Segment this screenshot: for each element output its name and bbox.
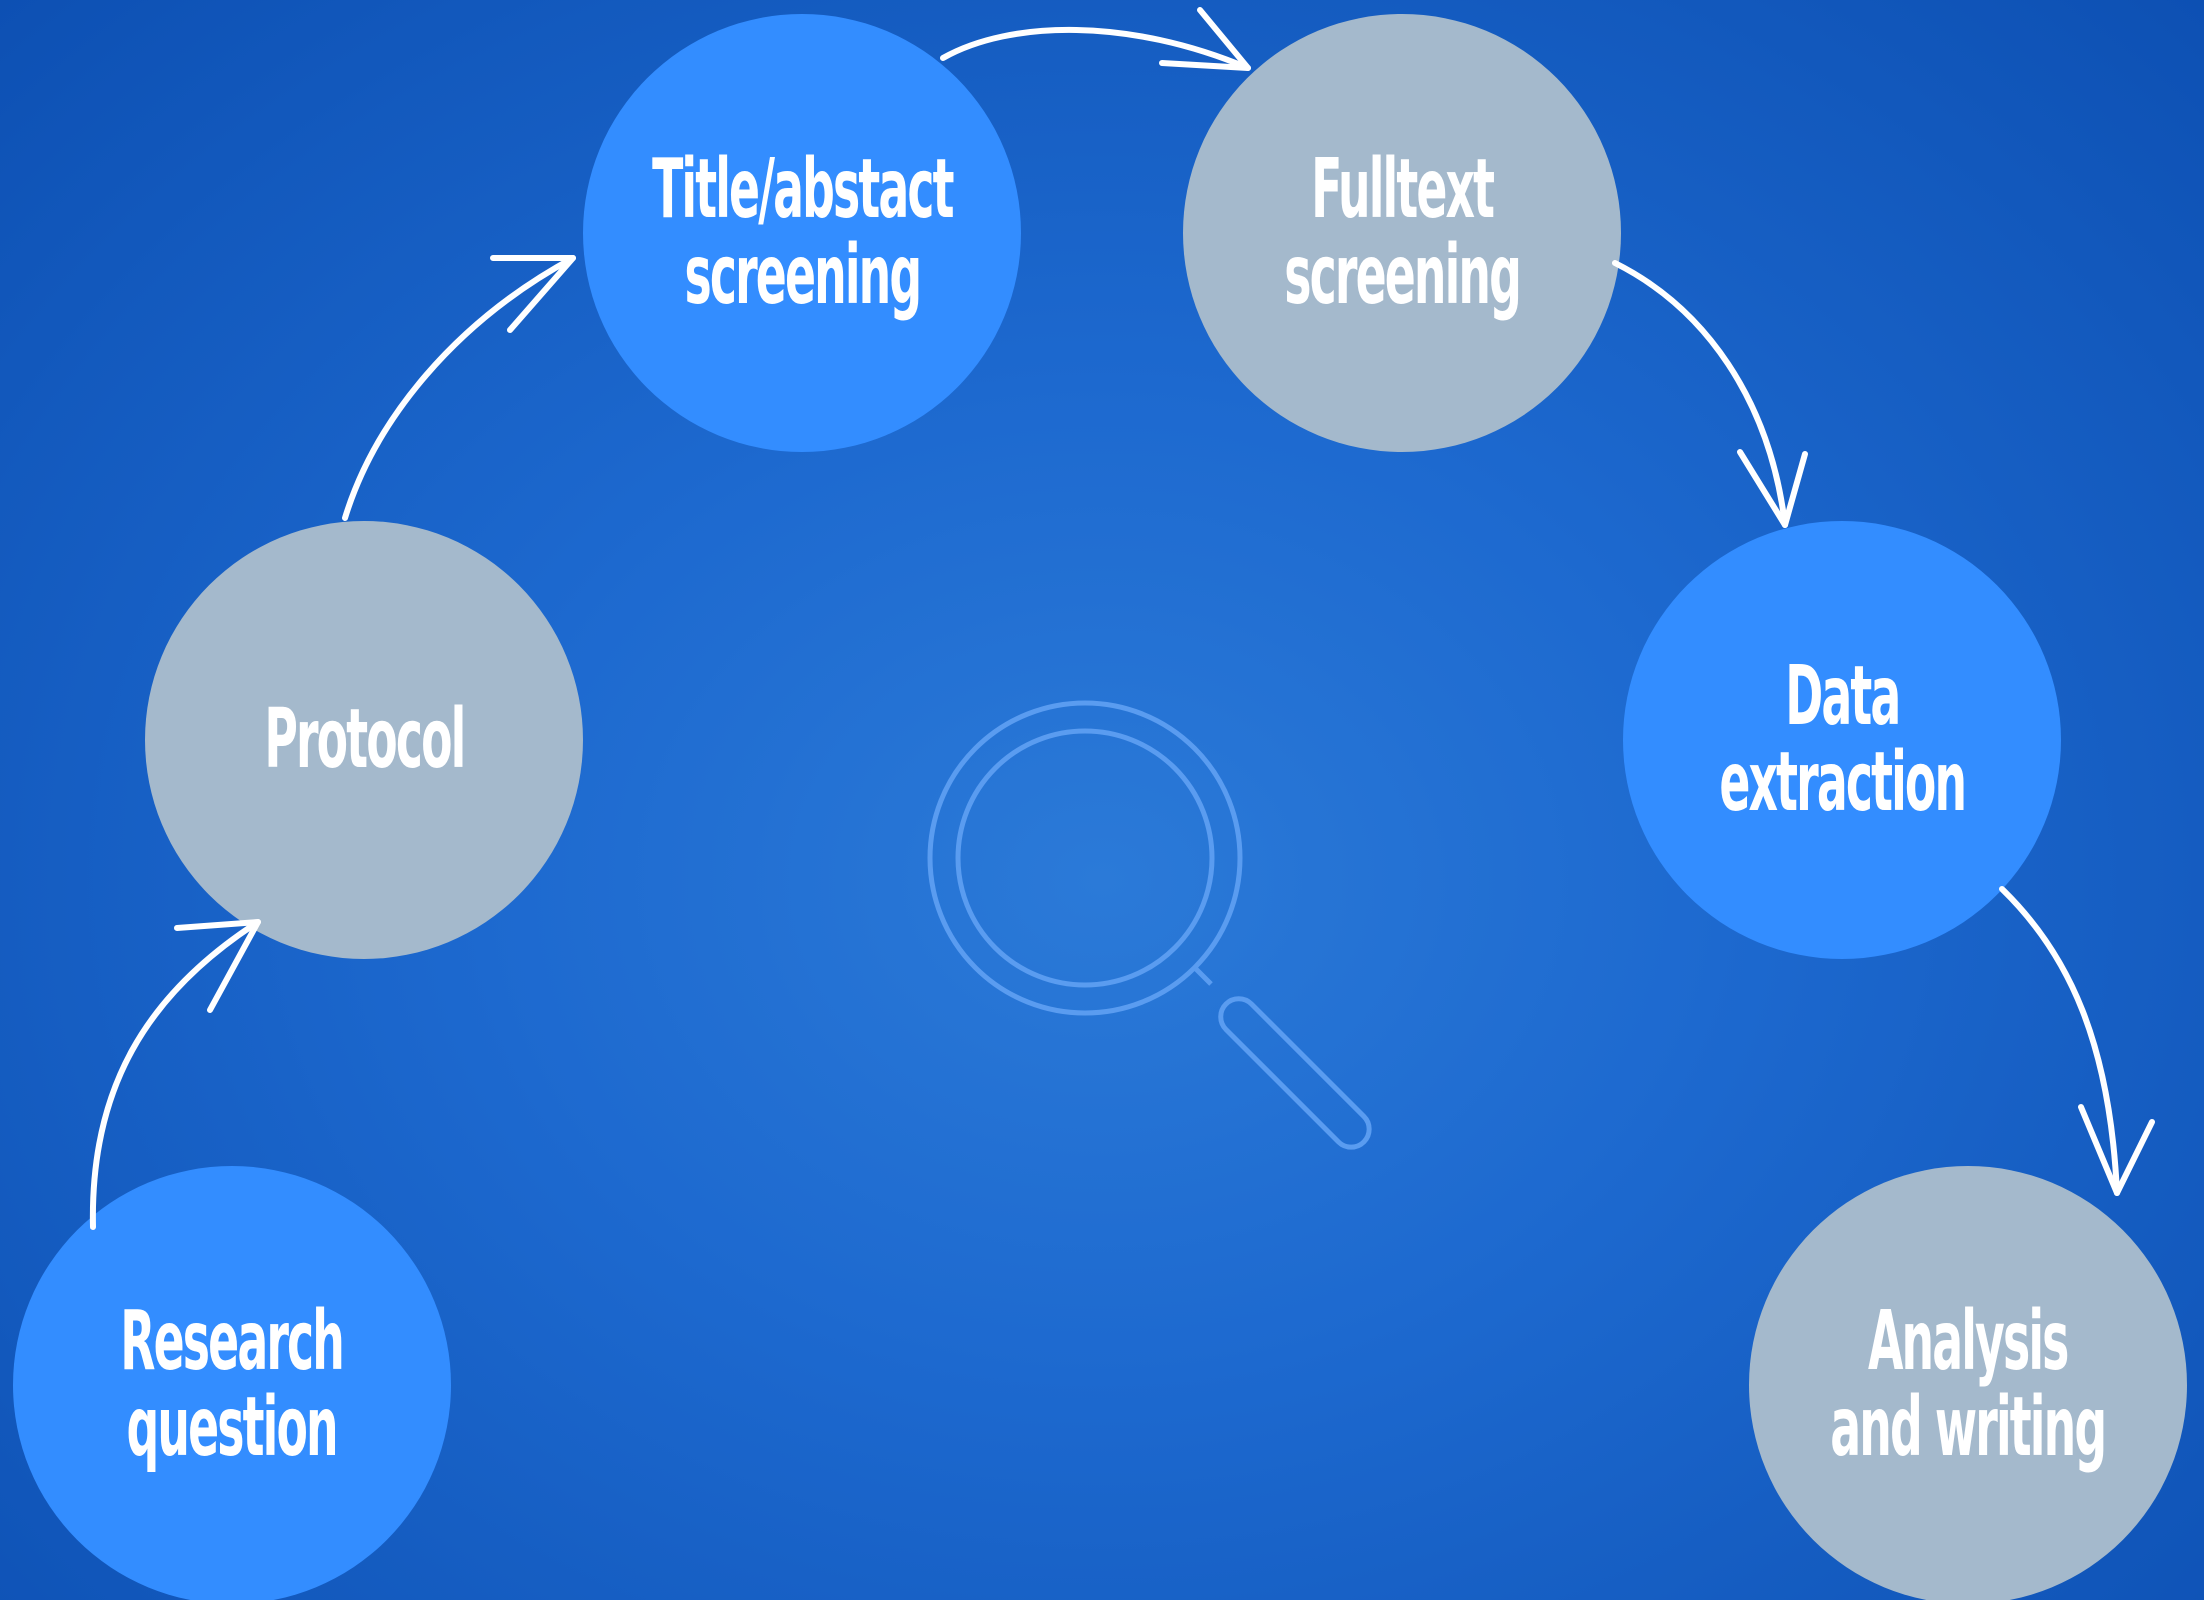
step-label: Protocol (263, 692, 466, 787)
step-label-line: Research (120, 1294, 346, 1389)
step-label-line: question (126, 1380, 339, 1475)
step-fulltext-screening: Fulltext screening (1183, 14, 1621, 452)
step-label-line: screening (1284, 228, 1522, 323)
step-analysis-and-writing: Analysis and writing (1749, 1166, 2187, 1600)
step-label: Title/abstact screening (651, 142, 954, 323)
step-label-line: screening (684, 228, 922, 323)
step-label-line: Data (1784, 649, 1901, 744)
step-label-line: extraction (1719, 735, 1967, 830)
step-label: Analysis and writing (1830, 1294, 2108, 1475)
step-label: Data extraction (1719, 649, 1967, 830)
arrow-title-abstract-to-fulltext (940, 7, 1251, 71)
step-label-line: Fulltext (1310, 142, 1495, 237)
arrow-data-extraction-to-analysis (1999, 886, 2155, 1196)
step-label: Research question (120, 1294, 346, 1475)
step-label-line: Title/abstact (651, 142, 954, 237)
step-data-extraction: Data extraction (1623, 521, 2061, 959)
arrow-fulltext-to-data-extraction (1612, 260, 1808, 528)
arrow-protocol-to-title-abstract (342, 255, 576, 521)
step-title-abstract-screening: Title/abstact screening (583, 14, 1021, 452)
step-research-question: Research question (13, 1166, 451, 1600)
step-label-line: and writing (1830, 1380, 2108, 1475)
step-label: Fulltext screening (1284, 142, 1522, 323)
step-protocol: Protocol (145, 521, 583, 959)
step-label-line: Protocol (263, 692, 466, 787)
step-label-line: Analysis (1868, 1294, 2069, 1389)
